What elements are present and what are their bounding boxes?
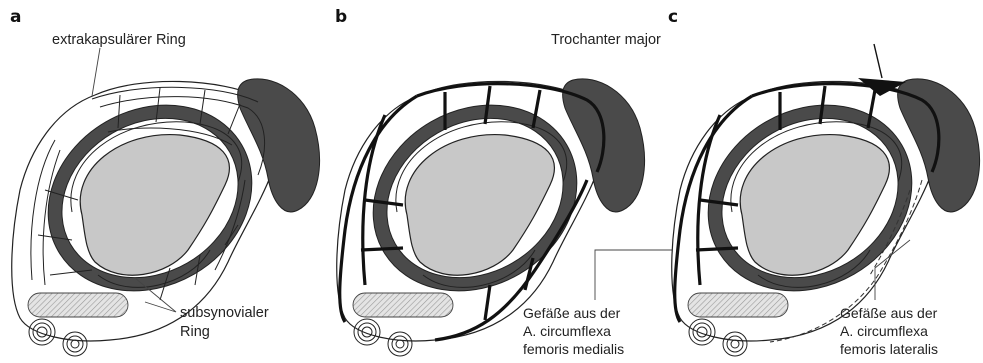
medial-vessels-label-line1: Gefäße aus der [523,305,621,321]
subsynovial-ring-label-line1: subsynovialer [180,305,269,321]
panel-a: a extrakapsulärer Ring subsynovialer Rin… [10,7,320,356]
extracapsular-ring-leader [92,48,100,96]
lateral-vessels-label-line1: Gefäße aus der [840,305,938,321]
extracapsular-ring-label: extrakapsulärer Ring [52,32,186,48]
lateral-vessels-label-line2: A. circumflexa [840,323,928,339]
panel-b: b Trochanter major Gefäße aus der A. cir… [335,7,690,357]
lateral-vessels-label-line3: femoris lateralis [840,341,938,357]
trochanter-label: Trochanter major [551,32,661,48]
medial-vessels-label-line2: A. circumflexa [523,323,611,339]
subsynovial-ring-label-line2: Ring [180,324,210,340]
panel-letter-b: b [335,7,347,27]
panel-letter-a: a [10,7,21,27]
panel-c: c Gefäße aus der A. circumflexa femoris … [668,7,980,357]
medial-vessels-label-line3: femoris medialis [523,341,624,357]
panel-letter-c: c [668,7,678,27]
